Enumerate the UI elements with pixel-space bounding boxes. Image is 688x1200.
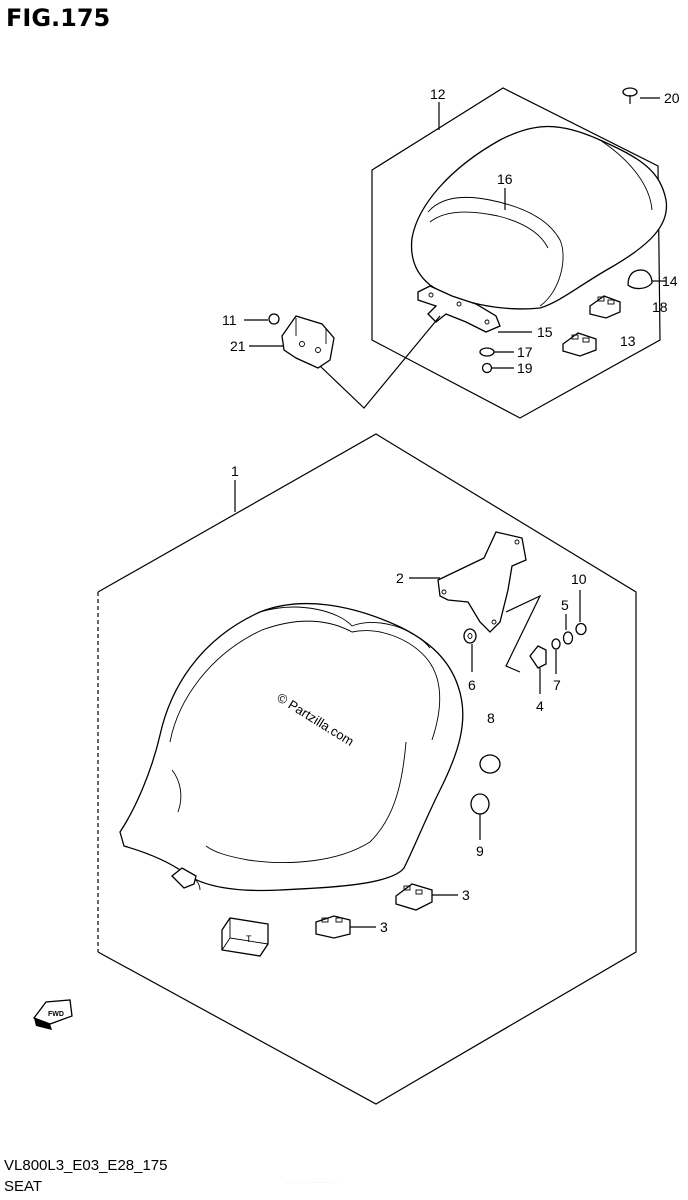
front-seat-group-outline (97, 433, 637, 1105)
fwd-badge-text: FWD (48, 1011, 64, 1018)
callout-8: 8 (487, 710, 495, 726)
washer-17[interactable] (479, 347, 495, 357)
callout-16: 16 (497, 171, 513, 187)
seat-tab (171, 867, 197, 889)
callout-7: 7 (553, 677, 561, 693)
clip-4[interactable] (529, 645, 547, 669)
callout-17: 17 (517, 344, 533, 360)
footer-mark: · · · · · · · · · · · · · · · (286, 1180, 340, 1186)
diagram-code: VL800L3_E03_E28_175 (4, 1157, 168, 1174)
callout-3-lower: 3 (380, 919, 388, 935)
callout-1: 1 (231, 463, 239, 479)
callout-9: 9 (476, 843, 484, 859)
callout-4: 4 (536, 698, 544, 714)
callout-19: 19 (517, 360, 533, 376)
bracket-2-link-line (505, 594, 542, 673)
callout-20: 20 (664, 90, 680, 106)
label-plate[interactable]: T (221, 917, 269, 957)
seat-bracket-2[interactable] (437, 531, 527, 633)
washer-6[interactable] (463, 628, 477, 644)
svg-text:T: T (246, 934, 252, 944)
cushion-3-upper[interactable] (395, 883, 433, 911)
callout-18: 18 (652, 299, 668, 315)
cap-14[interactable] (627, 269, 653, 290)
nut-10[interactable] (575, 622, 587, 636)
callout-21: 21 (230, 338, 246, 354)
collar-7[interactable] (551, 638, 561, 650)
callout-5: 5 (561, 597, 569, 613)
callout-6: 6 (468, 677, 476, 693)
cushion-18[interactable] (589, 295, 621, 319)
bolt-11[interactable] (268, 313, 280, 325)
callout-10: 10 (571, 571, 587, 587)
rear-seat-bracket[interactable] (417, 285, 501, 333)
cushion-9[interactable] (470, 793, 490, 815)
callout-14: 14 (662, 273, 678, 289)
bracket-link-line (319, 315, 441, 409)
callout-15: 15 (537, 324, 553, 340)
screw-20[interactable] (622, 87, 638, 104)
rear-seat-group-outline (371, 87, 661, 419)
callout-11: 11 (222, 312, 237, 328)
cushion-3-lower[interactable] (315, 915, 351, 939)
callout-13: 13 (620, 333, 636, 349)
cushion-8[interactable] (479, 754, 501, 774)
seat-handle-bracket-21[interactable] (281, 315, 335, 369)
fwd-arrow-icon: FWD (32, 999, 73, 1030)
cushion-13[interactable] (562, 332, 597, 357)
nut-19[interactable] (481, 362, 493, 374)
figure-title: FIG.175 (6, 4, 111, 32)
callout-3-upper: 3 (462, 887, 470, 903)
callout-12: 12 (430, 86, 446, 102)
main-seat-cushion[interactable] (119, 602, 464, 892)
callout-2: 2 (396, 570, 404, 586)
washer-5[interactable] (562, 631, 574, 645)
section-name: SEAT (4, 1178, 43, 1195)
